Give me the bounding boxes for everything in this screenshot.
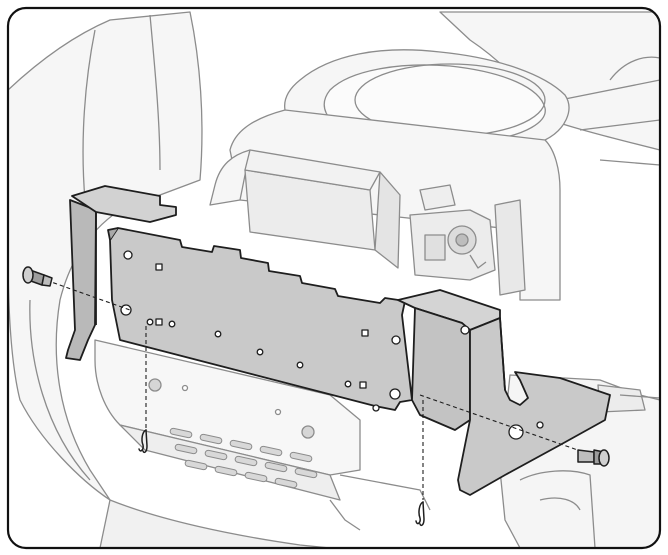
bracket-holes xyxy=(120,250,544,440)
mounting-bracket xyxy=(65,185,611,496)
hairpin-clip-right xyxy=(415,501,425,527)
grille-slots xyxy=(169,427,318,489)
hairpin-clip-left xyxy=(138,429,148,454)
mower-background xyxy=(8,11,660,548)
alignment-lines xyxy=(39,277,593,500)
bolt-right xyxy=(577,449,610,467)
carburetor xyxy=(409,184,526,296)
figure-frame xyxy=(6,6,662,550)
bolt-left xyxy=(22,266,53,287)
